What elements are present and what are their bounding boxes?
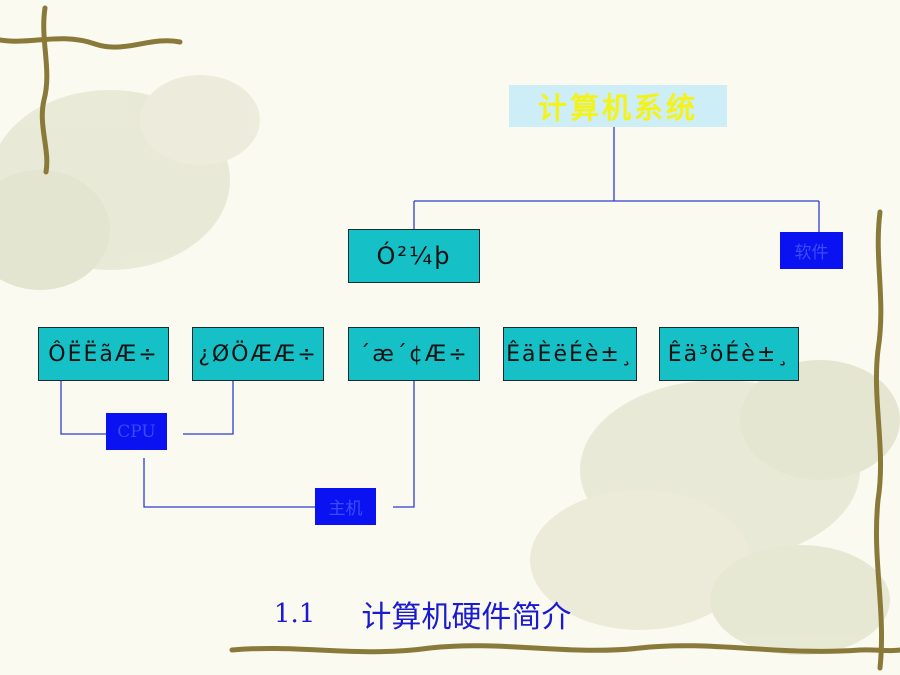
connector-c2-cpu (183, 381, 234, 435)
component-node: ´æ´¢Æ÷ (348, 327, 480, 381)
caption-number: 1.1 (274, 599, 316, 629)
component-node: ÔËËãÆ÷ (38, 327, 169, 381)
slide-caption: 1.1 计算机硬件简介 (274, 592, 571, 636)
cpu-node: CPU (106, 413, 167, 450)
host-node: 主机 (315, 488, 376, 525)
connector-c1-cpu (60, 381, 106, 435)
component-node: Êä³öÉè±¸ (659, 327, 799, 381)
hardware-node: Ó²¼þ (348, 229, 480, 283)
component-node: ¿ØÖÆÆ÷ (192, 327, 324, 381)
caption-text: 计算机硬件简介 (361, 600, 572, 635)
software-node: 软件 (780, 232, 843, 269)
connector-cpu-host (143, 458, 315, 508)
root-node-computer-system: 计算机系统 (509, 85, 727, 127)
connector-c3-host (393, 381, 415, 508)
component-node: ÊäÈëÉè±¸ (503, 327, 637, 381)
